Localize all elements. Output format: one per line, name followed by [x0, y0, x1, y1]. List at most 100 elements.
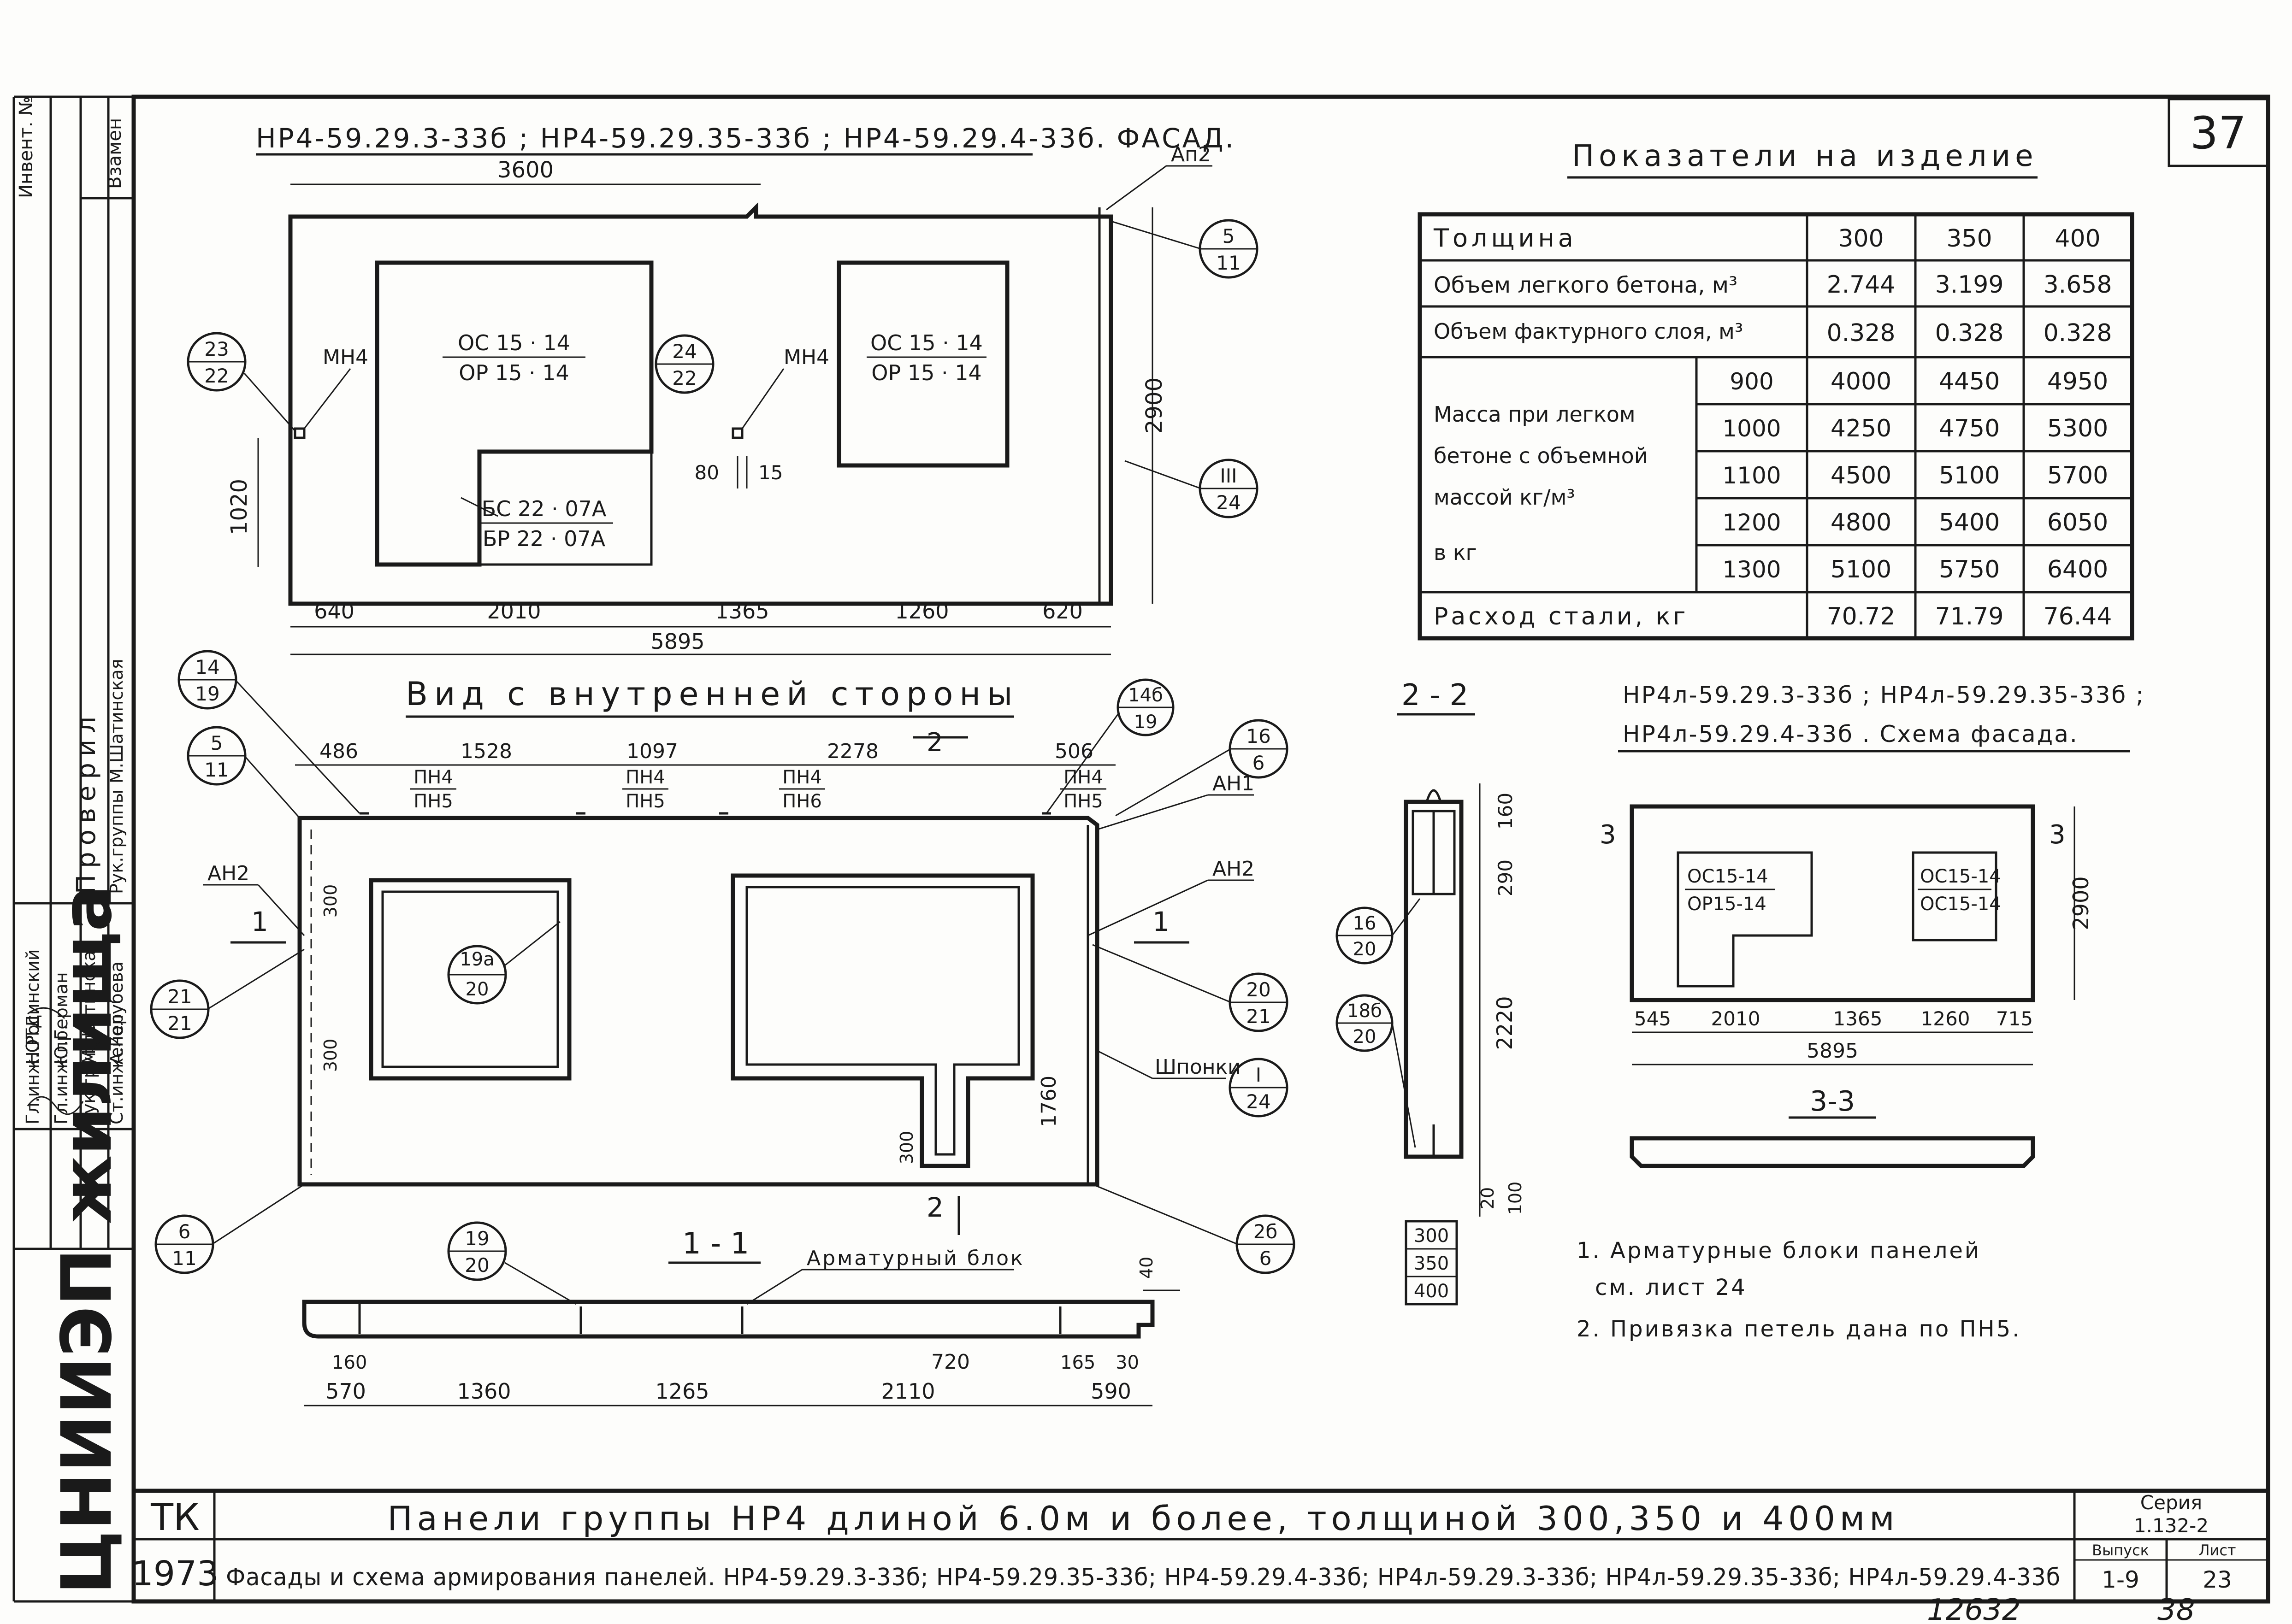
section11-bottom-2: 1265 — [655, 1379, 709, 1404]
svg-text:11: 11 — [1216, 252, 1241, 274]
facade-total: 5895 — [650, 629, 704, 654]
svg-text:24: 24 — [1246, 1090, 1270, 1113]
section11-bottom-4: 590 — [1091, 1379, 1131, 1404]
title-block: ТК 1973 Панели группы НР4 длиной 6.0м и … — [132, 1489, 2268, 1624]
mass-label-2: массой кг/м³ — [1434, 485, 1575, 510]
scheme-dim-2: 1365 — [1833, 1007, 1883, 1030]
scheme-dim-4: 715 — [1996, 1007, 2033, 1030]
svg-text:4950: 4950 — [2047, 368, 2108, 395]
section11-d40: 40 — [1136, 1257, 1157, 1279]
svg-text:6050: 6050 — [2047, 509, 2108, 536]
facade-sill: 1020 — [226, 479, 252, 535]
section11-d30: 30 — [1116, 1352, 1139, 1373]
svg-text:4800: 4800 — [1831, 509, 1891, 536]
steel-label: Расход стали, кг — [1434, 603, 1688, 630]
facade-d15: 15 — [758, 461, 783, 484]
svg-text:22: 22 — [672, 367, 697, 389]
drawing-title-2: Фасады и схема армирования панелей. НР4-… — [226, 1564, 2061, 1591]
inv-label: Инвент. № — [16, 96, 37, 198]
svg-text:5750: 5750 — [1939, 556, 2000, 583]
svg-text:ПН5: ПН5 — [414, 791, 453, 812]
facade-bottom-dim-3: 1260 — [895, 599, 949, 624]
layer-400: 0.328 — [2044, 319, 2112, 347]
svg-text:20: 20 — [1246, 978, 1270, 1001]
side-name-0: Н.Росинский — [23, 949, 43, 1065]
sheet-frame — [131, 94, 2270, 1604]
facade-d80: 80 — [695, 461, 719, 484]
svg-text:5700: 5700 — [2047, 462, 2108, 489]
side-role-2: Рук.группы — [79, 1020, 99, 1124]
section22-d160: 160 — [1494, 793, 1517, 830]
note-0: 1. Арматурные блоки панелей — [1577, 1238, 1981, 1264]
note-1: см. лист 24 — [1595, 1275, 1747, 1300]
facade-window2-top: ОС 15 · 14 — [870, 330, 983, 355]
col-350: 350 — [1946, 225, 1992, 253]
svg-text:4450: 4450 — [1939, 368, 2000, 395]
section11-bottom-0: 570 — [325, 1379, 366, 1404]
svg-text:21: 21 — [1246, 1005, 1270, 1028]
sheet-label: Лист — [2198, 1542, 2236, 1559]
inner-top-dim-3: 2278 — [827, 740, 879, 763]
archive-page: 38 — [2157, 1593, 2195, 1624]
svg-text:4000: 4000 — [1831, 368, 1891, 395]
facade-scheme: НР4л-59.29.3-33б ; НР4л-59.29.35-33б ; Н… — [1600, 682, 2145, 1168]
signature-marks — [27, 1007, 121, 1115]
layer-label: Объем фактурного слоя, м³ — [1434, 319, 1743, 344]
svg-text:16: 16 — [1353, 913, 1376, 934]
side-name-2: М.Шатинская — [79, 940, 99, 1065]
svg-text:19: 19 — [465, 1227, 489, 1250]
facade-bottom-dim-4: 620 — [1042, 599, 1083, 624]
loop-labels: ПН4 ПН5 ПН4 ПН5 ПН4 ПН6 ПН4 ПН5 — [360, 767, 1106, 815]
svg-text:1300: 1300 — [1722, 556, 1781, 583]
svg-text:19: 19 — [195, 683, 219, 705]
inner-top-dim-0: 486 — [319, 740, 358, 763]
drawing-title-1: Панели группы НР4 длиной 6.0м и более, т… — [387, 1499, 1899, 1538]
inner-top-dim-2: 1097 — [626, 740, 678, 763]
inner-d300a: 300 — [320, 884, 341, 918]
archive-number: 12632 — [1927, 1593, 2021, 1624]
svg-text:20: 20 — [465, 1254, 489, 1277]
scheme-window1-bottom: ОР15-14 — [1687, 894, 1766, 915]
section11-title: 1 - 1 — [682, 1227, 749, 1261]
svg-text:18б: 18б — [1347, 1000, 1382, 1022]
inner-an2-left: АН2 — [207, 862, 249, 885]
svg-text:20: 20 — [1353, 939, 1376, 960]
scheme-title-1: НР4л-59.29.3-33б ; НР4л-59.29.35-33б ; — [1623, 682, 2145, 708]
svg-text:16: 16 — [1246, 725, 1270, 747]
callout-19-20: 19 20 — [447, 1221, 577, 1305]
section22-t350: 350 — [1414, 1253, 1449, 1274]
issue-label: Выпуск — [2092, 1542, 2149, 1559]
callout-24-22: 24 22 — [655, 334, 715, 394]
mass-row-1: 1000 4250 4750 5300 — [1722, 415, 2108, 442]
callout-14b-19: 14б 19 — [1046, 678, 1175, 814]
scheme-window2-top: ОС15-14 — [1920, 866, 2001, 887]
facade-an2: Ап2 — [1171, 143, 1211, 166]
svg-text:23: 23 — [204, 338, 229, 360]
col-300: 300 — [1838, 225, 1884, 253]
thickness-label: Толщина — [1433, 224, 1577, 253]
indicators-table: Показатели на изделие Толщина 300 350 40… — [1418, 139, 2134, 641]
volume-300: 2.744 — [1827, 271, 1896, 299]
inner-callout-19a-bottom: 20 — [466, 979, 489, 1000]
scheme-window2-bottom: ОС15-14 — [1920, 894, 2001, 915]
section22-t300: 300 — [1414, 1225, 1449, 1247]
section22-d20: 20 — [1477, 1187, 1498, 1209]
mass-row-2: 1100 4500 5100 5700 — [1722, 462, 2108, 489]
issue-value: 1-9 — [2102, 1566, 2139, 1593]
mass-row-4: 1300 5100 5750 6400 — [1722, 556, 2108, 583]
callout-18b-20: 18б 20 — [1335, 994, 1416, 1148]
checked-role: Рук.группы — [106, 789, 127, 894]
svg-text:21: 21 — [167, 1012, 192, 1035]
indicators-title: Показатели на изделие — [1572, 139, 2038, 173]
inner-top-dim-4: 506 — [1055, 740, 1093, 763]
scheme-total: 5895 — [1807, 1039, 1858, 1063]
section22-t400: 400 — [1414, 1281, 1449, 1302]
scheme-dim-0: 545 — [1634, 1007, 1671, 1030]
section22-d2220: 2220 — [1492, 996, 1517, 1050]
checked-name: М.Шатинская — [106, 659, 127, 783]
svg-text:2б: 2б — [1253, 1220, 1278, 1243]
svg-text:19: 19 — [1134, 712, 1158, 733]
scheme-height: 2900 — [2068, 876, 2093, 930]
scheme-dim-1: 2010 — [1711, 1007, 1760, 1030]
